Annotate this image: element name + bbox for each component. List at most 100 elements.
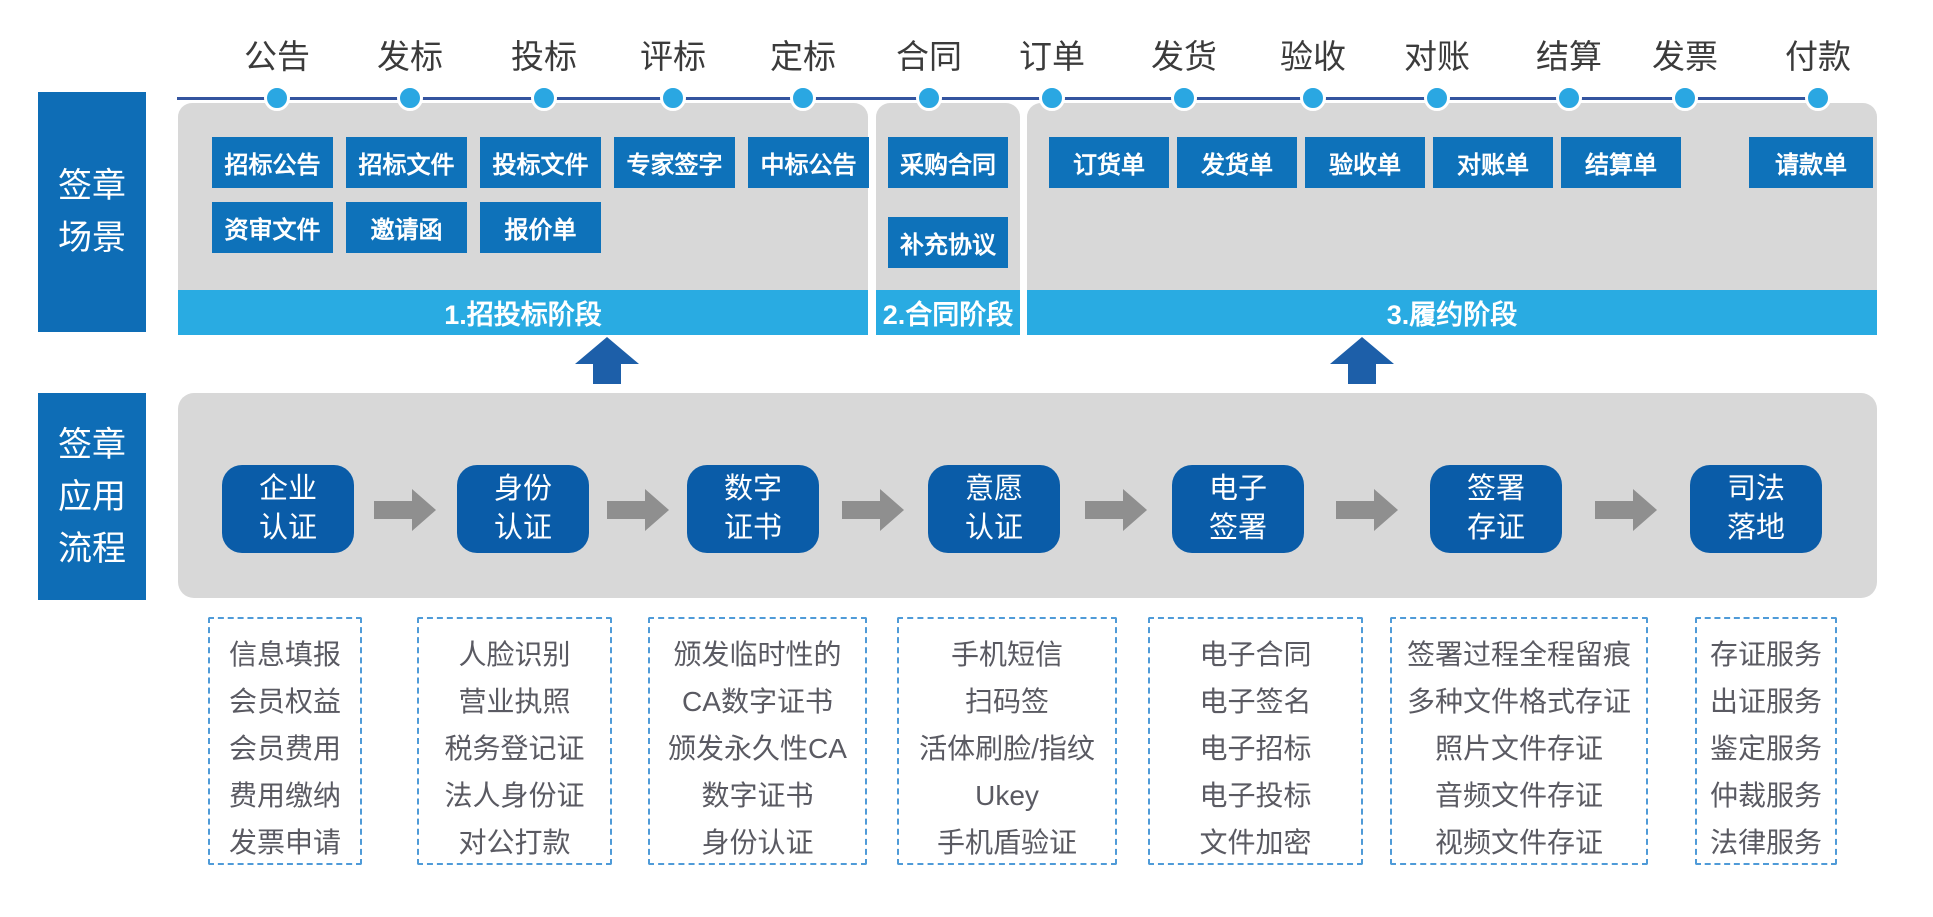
detail-item: 信息填报 [228,639,341,670]
detail-item: 扫码签 [964,686,1049,717]
flow-step-line: 身份 [493,473,552,505]
scenario-tag: 邀请函 [346,202,467,253]
detail-list-enterprise-auth: 信息填报 会员权益 会员费用 费用缴纳 发票申请 [208,617,362,865]
sidebar-label-sign-scenarios: 签章 场景 [38,92,146,332]
phase-panel-performance: 订货单 发货单 验收单 对账单 结算单 请款单 3.履约阶段 [1027,103,1877,335]
detail-item: 法人身份证 [444,780,585,811]
sidebar-label-line: 应用 [58,477,126,516]
scenario-tag: 订货单 [1049,137,1169,188]
detail-item: 电子合同 [1199,639,1312,670]
detail-item: 发票申请 [228,827,341,858]
right-arrow-icon [1595,489,1657,531]
scenario-tag: 采购合同 [888,137,1008,188]
sidebar-label-line: 流程 [58,529,126,568]
scenario-tag: 对账单 [1433,137,1553,188]
detail-item: Ukey [975,780,1039,811]
detail-item: 音频文件存证 [1434,780,1603,811]
scenario-tag: 资审文件 [212,202,333,253]
right-arrow-icon [607,489,669,531]
detail-item: 会员权益 [228,686,341,717]
scenario-tag: 发货单 [1177,137,1297,188]
flow-step-line: 司法 [1726,473,1785,505]
detail-item: 税务登记证 [444,733,585,764]
timeline-milestone-label: 投标 [511,37,577,76]
timeline-milestone-label: 发票 [1652,37,1718,76]
timeline-milestone-label: 订单 [1019,37,1085,76]
detail-item: 活体刷脸/指纹 [919,733,1095,764]
detail-list-evidence-storage: 签署过程全程留痕 多种文件格式存证 照片文件存证 音频文件存证 视频文件存证 [1390,617,1648,865]
detail-item: 身份认证 [701,827,814,858]
detail-item: 文件加密 [1199,827,1312,858]
timeline-dot-icon [660,85,686,111]
flow-step-judicial-landing: 司法 落地 [1690,465,1822,553]
detail-item: 营业执照 [458,686,571,717]
detail-list-digital-cert: 颁发临时性的 CA数字证书 颁发永久性CA 数字证书 身份认证 [648,617,867,865]
timeline-milestone-label: 对账 [1404,37,1470,76]
timeline-dot-icon [1556,85,1582,111]
detail-item: 手机短信 [950,639,1063,670]
flow-step-line: 认证 [493,512,552,544]
timeline-milestone-label: 付款 [1785,37,1851,76]
flow-step-line: 认证 [258,512,317,544]
timeline-dot-icon [264,85,290,111]
timeline-dot-icon [1672,85,1698,111]
flow-step-identity-auth: 身份 认证 [457,465,589,553]
detail-item: 仲裁服务 [1709,780,1822,811]
detail-item: 存证服务 [1709,639,1822,670]
right-arrow-icon [1085,489,1147,531]
flow-step-e-signing: 电子 签署 [1172,465,1304,553]
timeline-milestone-label: 结算 [1536,37,1602,76]
scenario-tag: 招标文件 [346,137,467,188]
scenario-tag: 中标公告 [748,137,869,188]
sidebar-label-line: 场景 [58,219,126,257]
detail-item: 会员费用 [228,733,341,764]
scenario-tag: 专家签字 [614,137,735,188]
flow-step-line: 认证 [964,512,1023,544]
sidebar-label-line: 签章 [58,167,126,205]
scenario-tag-row: 采购合同 [888,137,1008,188]
phase-bar-bidding: 1.招投标阶段 [178,290,868,335]
detail-item: 法律服务 [1709,827,1822,858]
timeline-milestone-label: 评标 [640,37,706,76]
detail-item: 颁发永久性CA [668,733,847,764]
flow-step-will-auth: 意愿 认证 [928,465,1060,553]
flow-step-line: 签署 [1208,512,1267,544]
scenario-tag-row: 补充协议 [888,217,1008,268]
right-arrow-icon [1336,489,1398,531]
scenario-tag: 投标文件 [480,137,601,188]
flow-step-line: 证书 [723,512,782,544]
timeline-milestone-label: 验收 [1280,37,1346,76]
timeline-dot-icon [531,85,557,111]
detail-list-judicial-landing: 存证服务 出证服务 鉴定服务 仲裁服务 法律服务 [1695,617,1837,865]
phase-bar-performance: 3.履约阶段 [1027,290,1877,335]
phase-panel-contract: 采购合同 补充协议 2.合同阶段 [876,103,1020,335]
sidebar-label-line: 签章 [58,425,126,464]
sidebar-label-sign-process: 签章 应用 流程 [38,393,146,600]
flow-step-line: 数字 [723,473,782,505]
timeline-dot-icon [1424,85,1450,111]
detail-item: 多种文件格式存证 [1406,686,1631,717]
scenario-tag-row: 资审文件 邀请函 报价单 [212,202,601,253]
timeline-dot-icon [1039,85,1065,111]
detail-item: 手机盾验证 [936,827,1077,858]
flow-step-enterprise-auth: 企业 认证 [222,465,354,553]
timeline-dot-icon [1300,85,1326,111]
detail-item: 数字证书 [701,780,814,811]
phase-panel-bidding: 招标公告 招标文件 投标文件 专家签字 中标公告 资审文件 邀请函 报价单 1.… [178,103,869,335]
detail-item: 电子投标 [1199,780,1312,811]
detail-item: 对公打款 [458,827,571,858]
flow-step-line: 存证 [1466,512,1525,544]
flow-step-line: 签署 [1466,473,1525,505]
timeline-dot-icon [1805,85,1831,111]
timeline-dot-icon [916,85,942,111]
right-arrow-icon [374,489,436,531]
detail-item: 鉴定服务 [1709,733,1822,764]
detail-item: 电子招标 [1199,733,1312,764]
timeline-dot-icon [1171,85,1197,111]
timeline-line [177,97,1818,100]
flow-step-line: 电子 [1208,473,1267,505]
scenario-tag: 招标公告 [212,137,333,188]
up-arrow-icon [575,337,639,384]
detail-item: 照片文件存证 [1434,733,1603,764]
